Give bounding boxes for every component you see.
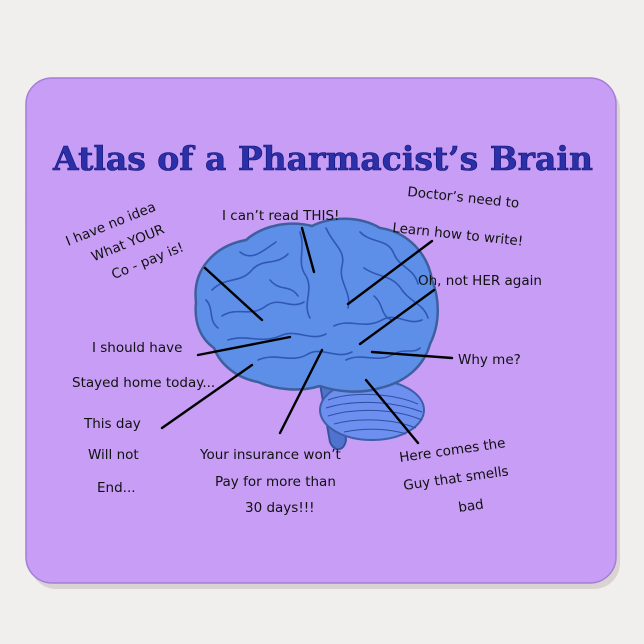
leader-lines bbox=[160, 226, 454, 445]
label-cant-read: I can’t read THIS! bbox=[222, 208, 339, 224]
brain-illustration-icon bbox=[194, 217, 440, 451]
label-stayed-home-line-2: Stayed home today... bbox=[72, 375, 215, 391]
label-her-again: Oh, not HER again bbox=[418, 273, 542, 289]
label-guy-smells-line-3: bad bbox=[457, 497, 484, 516]
page-title: Atlas of a Pharmacist’s Brain bbox=[52, 139, 593, 178]
label-why-me: Why me? bbox=[458, 352, 521, 368]
leader-line-doctors bbox=[346, 239, 434, 306]
label-insurance-line-1: Your insurance won’t bbox=[199, 447, 341, 463]
leader-line-why-me bbox=[370, 350, 454, 360]
label-day-end-line-2: Will not bbox=[88, 447, 139, 463]
leader-line-insurance bbox=[278, 348, 324, 435]
leader-line-stayed-home bbox=[196, 335, 292, 357]
label-day-end-line-3: End... bbox=[97, 480, 136, 496]
label-stayed-home-line-1: I should have bbox=[92, 340, 182, 356]
leader-line-day-end bbox=[160, 363, 254, 430]
cerebrum bbox=[194, 217, 440, 393]
label-insurance-line-3: 30 days!!! bbox=[245, 500, 315, 516]
leader-line-guy-smells bbox=[364, 378, 420, 445]
leader-line-her-again bbox=[358, 288, 436, 346]
label-day-end: This day Will not End... bbox=[83, 416, 141, 496]
leader-line-cant-read bbox=[300, 226, 316, 274]
label-insurance-line-2: Pay for more than bbox=[215, 474, 336, 490]
label-insurance: Your insurance won’t Pay for more than 3… bbox=[199, 447, 341, 516]
leader-line-copay bbox=[203, 266, 264, 322]
label-day-end-line-1: This day bbox=[83, 416, 141, 432]
label-stayed-home: I should have Stayed home today... bbox=[72, 340, 215, 391]
